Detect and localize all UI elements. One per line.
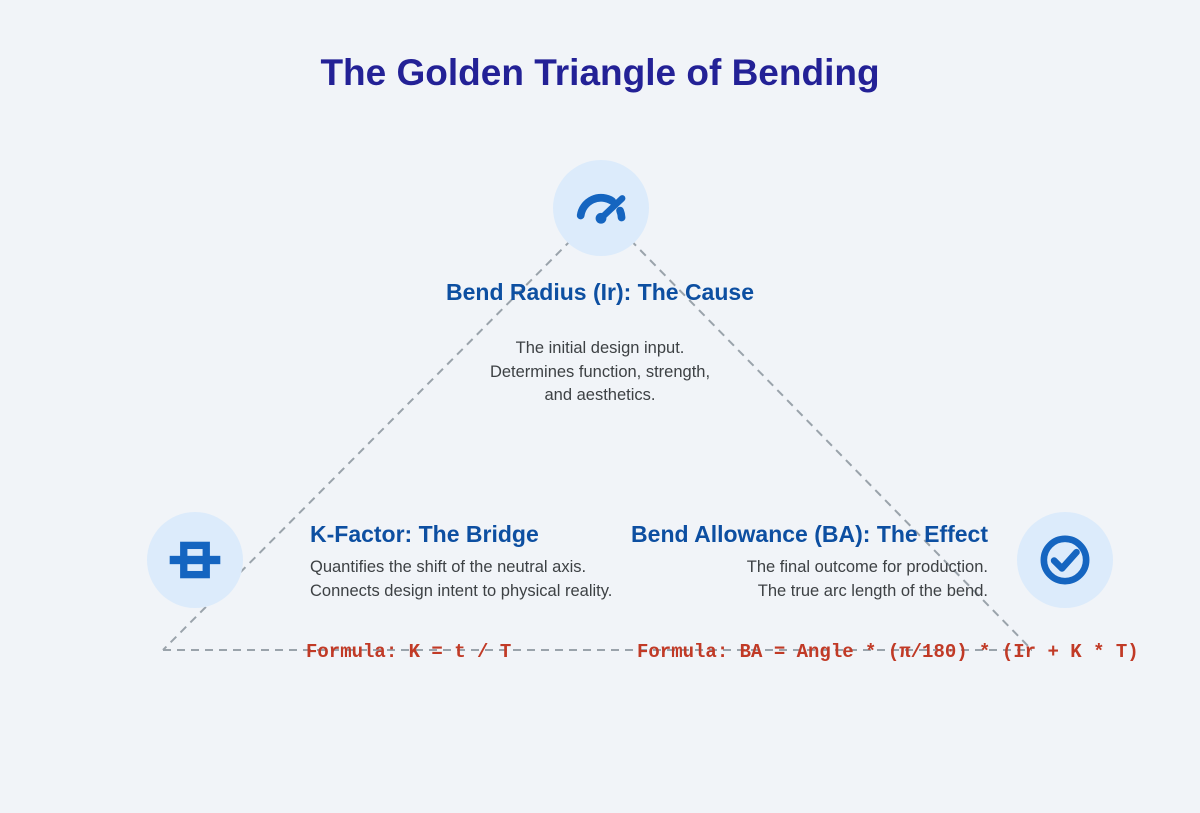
gauge-icon	[576, 193, 626, 224]
right-diagonal-dashed-line	[600, 209, 1033, 651]
k-factor-icon-circle	[147, 512, 243, 608]
bend-radius-icon-circle	[553, 160, 649, 256]
bend-allowance-description: The final outcome for production. The tr…	[631, 556, 988, 603]
k-factor-heading: K-Factor: The Bridge	[310, 521, 539, 547]
k-factor-description: Quantifies the shift of the neutral axis…	[310, 556, 612, 603]
bend-allowance-formula: Formula: BA = Angle * (π/180) * (Ir + K …	[637, 641, 1139, 663]
bend-radius-heading: Bend Radius (Ir): The Cause	[446, 279, 754, 305]
bend-allowance-line-2: The true arc length of the bend.	[757, 581, 988, 600]
bend-radius-description: The initial design input. Determines fun…	[0, 337, 1200, 408]
left-diagonal-dashed-line	[162, 209, 602, 651]
bend-allowance-icon-circle	[1017, 512, 1113, 608]
k-factor-line-2: Connects design intent to physical reali…	[310, 581, 613, 600]
bend-radius-line-3: and aesthetics.	[544, 386, 656, 404]
press-brake-icon	[169, 541, 221, 579]
k-factor-node: K-Factor: The Bridge Quantifies the shif…	[310, 521, 612, 603]
bend-radius-line-2: Determines function, strength,	[489, 362, 711, 381]
bend-allowance-node: Bend Allowance (BA): The Effect The fina…	[631, 521, 988, 603]
k-factor-line-1: Quantifies the shift of the neutral axis…	[310, 558, 587, 576]
check-circle-icon	[1040, 535, 1090, 585]
bend-allowance-heading: Bend Allowance (BA): The Effect	[631, 521, 988, 547]
bend-allowance-line-1: The final outcome for production.	[746, 558, 988, 576]
page-title: The Golden Triangle of Bending	[320, 52, 880, 93]
k-factor-formula: Formula: K = t / T	[306, 641, 512, 663]
bend-radius-line-1: The initial design input.	[515, 339, 685, 357]
